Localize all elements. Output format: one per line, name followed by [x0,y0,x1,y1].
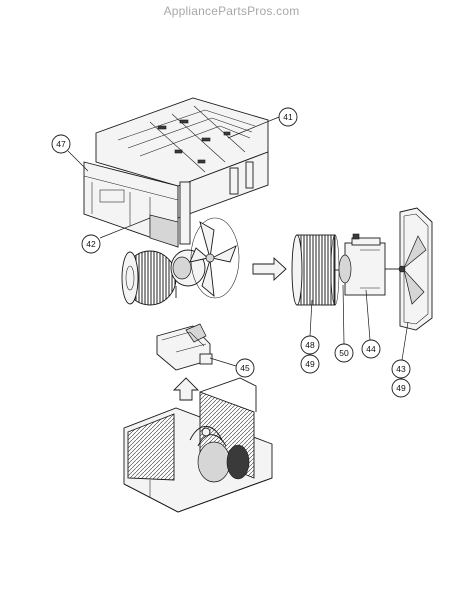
callout-49-fan: 49 [391,378,411,398]
callout-44: 44 [361,289,381,359]
callout-42: 42 [81,217,151,254]
motor-bracket [156,323,213,371]
callout-49-blower: 49 [300,354,320,374]
callout-label: 45 [240,363,250,373]
assembled-fan-blade [189,217,240,299]
callout-label: 49 [396,383,406,393]
fan-motor [338,233,400,296]
callout-label: 50 [339,348,349,358]
callout-48: 48 [300,299,320,355]
callout-label: 41 [283,112,293,122]
callout-label: 48 [305,340,315,350]
callout-50: 50 [334,284,354,363]
callout-label: 42 [86,239,96,249]
callout-47: 47 [51,134,89,172]
callout-label: 43 [396,364,406,374]
assembled-blower-wheel [121,250,177,306]
watermark: AppliancePartsPros.com [163,4,300,18]
callout-label: 47 [56,139,66,149]
condenser-fan-blade [398,207,433,331]
callout-label: 49 [305,359,315,369]
callout-45: 45 [209,357,255,378]
assembly-arrow-up [172,377,200,401]
callout-43: 43 [391,321,411,379]
callout-41: 41 [227,107,298,139]
blower-wheel [291,234,345,306]
partition-housing [83,97,269,248]
chassis-base [123,377,273,513]
exploded-view-arrow [252,256,287,282]
callout-label: 44 [366,344,376,354]
